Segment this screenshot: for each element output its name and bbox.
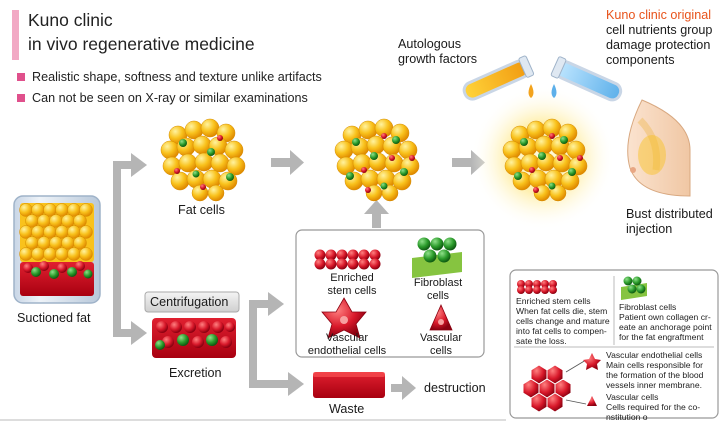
- endothelial-star-icon: [321, 297, 367, 339]
- suctioned-fat-label: Suctioned fat: [17, 311, 91, 325]
- nutrients-line-2: damage protection: [606, 38, 711, 52]
- excretion-label: Excretion: [169, 366, 222, 380]
- title-line-1: Kuno clinic: [28, 10, 113, 30]
- legend-stem-title: Enriched stem cells: [516, 296, 591, 306]
- legend-endo-desc: vessels inner membrane.: [606, 380, 703, 390]
- autologous-line-1: Autologous: [398, 37, 462, 51]
- autologous-growth-factor-tube: [462, 55, 535, 101]
- fat-cells-label: Fat cells: [178, 203, 225, 217]
- enriched-stem-cells-label: Enriched stem cells: [322, 272, 382, 297]
- legend-fibroblast-icon: [621, 276, 647, 300]
- nutrients-line-3: components: [606, 53, 675, 67]
- legend-fibro-desc: for the fat engraftment: [619, 332, 704, 342]
- legend-box: [509, 269, 719, 419]
- centrifugation-label-box: [144, 291, 240, 313]
- page-title: Kuno clinic in vivo regenerative medicin…: [28, 8, 255, 56]
- nutrients-line-1: cell nutrients group: [606, 23, 713, 37]
- vascular-line-2: cells: [429, 344, 452, 357]
- legend-vascular-icon: [587, 396, 597, 406]
- legend-vasc-desc: nstitution o: [606, 412, 648, 422]
- vascular-endo-line-1: Vascular: [326, 332, 368, 344]
- legend-fibro-title: Fibroblast cells: [619, 302, 677, 312]
- enriched-line-2: stem cells: [327, 284, 377, 297]
- bullet-item: Realistic shape, softness and texture un…: [17, 70, 322, 84]
- bullet-text: Can not be seen on X-ray or similar exam…: [32, 91, 308, 105]
- isolated-cells-box: [295, 229, 485, 358]
- legend-stem-desc: cells change and mature: [516, 316, 610, 326]
- legend-endo-desc: the formation of the blood: [606, 370, 704, 380]
- legend-stem-desc: When fat cells die, stem: [516, 306, 608, 316]
- suctioned-fat-jar: [13, 195, 101, 304]
- bullet-square-icon: [17, 73, 25, 81]
- legend-fibro-desc: Patient own collagen cr-: [619, 312, 711, 322]
- legend-stem-icon: [517, 280, 557, 294]
- stem-cells-icon: [314, 249, 381, 270]
- bullet-item: Can not be seen on X-ray or similar exam…: [17, 91, 308, 105]
- vascular-line-1: Vascular: [420, 332, 462, 344]
- vascular-endo-line-2: endothelial cells: [307, 344, 387, 357]
- legend-fibro-desc: eate an anchorage point: [619, 322, 712, 332]
- legend-endothelial-text: Vascular endothelial cells Main cells re…: [606, 350, 703, 390]
- nutrient-components-tube: [550, 56, 623, 102]
- title-accent-bar: [12, 10, 19, 60]
- drop-blue-icon: [551, 84, 557, 98]
- legend-stem-desc: sate the loss.: [516, 336, 567, 346]
- fibroblast-line-2: cells: [426, 289, 449, 302]
- destruction-label: destruction: [424, 381, 486, 395]
- enriched-line-1: Enriched: [330, 272, 374, 284]
- legend-endo-desc: Main cells responsible for: [606, 360, 703, 370]
- bust-line-1: Bust distributed: [626, 207, 713, 221]
- legend-fibroblast-text: Fibroblast cells Patient own collagen cr…: [619, 302, 712, 342]
- fibroblast-cells-label: Fibroblast cells: [408, 277, 468, 302]
- legend-stem-cells-text: Enriched stem cells When fat cells die, …: [516, 296, 610, 346]
- centrifugation-label: Centrifugation: [150, 295, 229, 309]
- bust-injection-label: Bust distributed injection: [626, 207, 713, 237]
- fibroblast-line-1: Fibroblast: [413, 277, 463, 289]
- bust-line-2: injection: [626, 222, 673, 236]
- injection-mix-cluster: [471, 86, 615, 230]
- legend-vasc-title: Vascular cells: [606, 392, 659, 402]
- bullet-text: Realistic shape, softness and texture un…: [32, 70, 322, 84]
- enriched-fat-cluster: [334, 118, 420, 202]
- legend-vascular-text: Vascular cells Cells required for the co…: [606, 392, 700, 422]
- autologous-line-2: growth factors: [398, 52, 478, 66]
- kuno-original-label: Kuno clinic original: [606, 8, 712, 22]
- autologous-growth-factors-label: Autologous growth factors: [398, 37, 477, 67]
- bullet-square-icon: [17, 94, 25, 102]
- breast-illustration: [627, 99, 691, 197]
- vascular-endothelial-cells-label: Vascular endothelial cells: [300, 332, 394, 357]
- vascular-cells-label: Vascular cells: [411, 332, 471, 357]
- fibroblast-icon: [412, 237, 462, 278]
- title-line-2: in vivo regenerative medicine: [28, 34, 255, 54]
- waste-sample: [313, 372, 385, 398]
- legend-stem-desc: into fat cells to compen-: [516, 326, 607, 336]
- legend-tissue-icon: [522, 364, 572, 413]
- waste-label: Waste: [329, 402, 365, 416]
- excretion-sample: [152, 318, 236, 358]
- fat-cells-cluster: [160, 118, 246, 202]
- drop-orange-icon: [528, 84, 534, 98]
- legend-endothelial-icon: [583, 353, 601, 370]
- legend-vasc-desc: Cells required for the co-: [606, 402, 701, 412]
- legend-endo-title: Vascular endothelial cells: [606, 350, 703, 360]
- vascular-triangle-icon: [429, 304, 453, 331]
- nutrients-label: Kuno clinic original cell nutrients grou…: [606, 8, 712, 68]
